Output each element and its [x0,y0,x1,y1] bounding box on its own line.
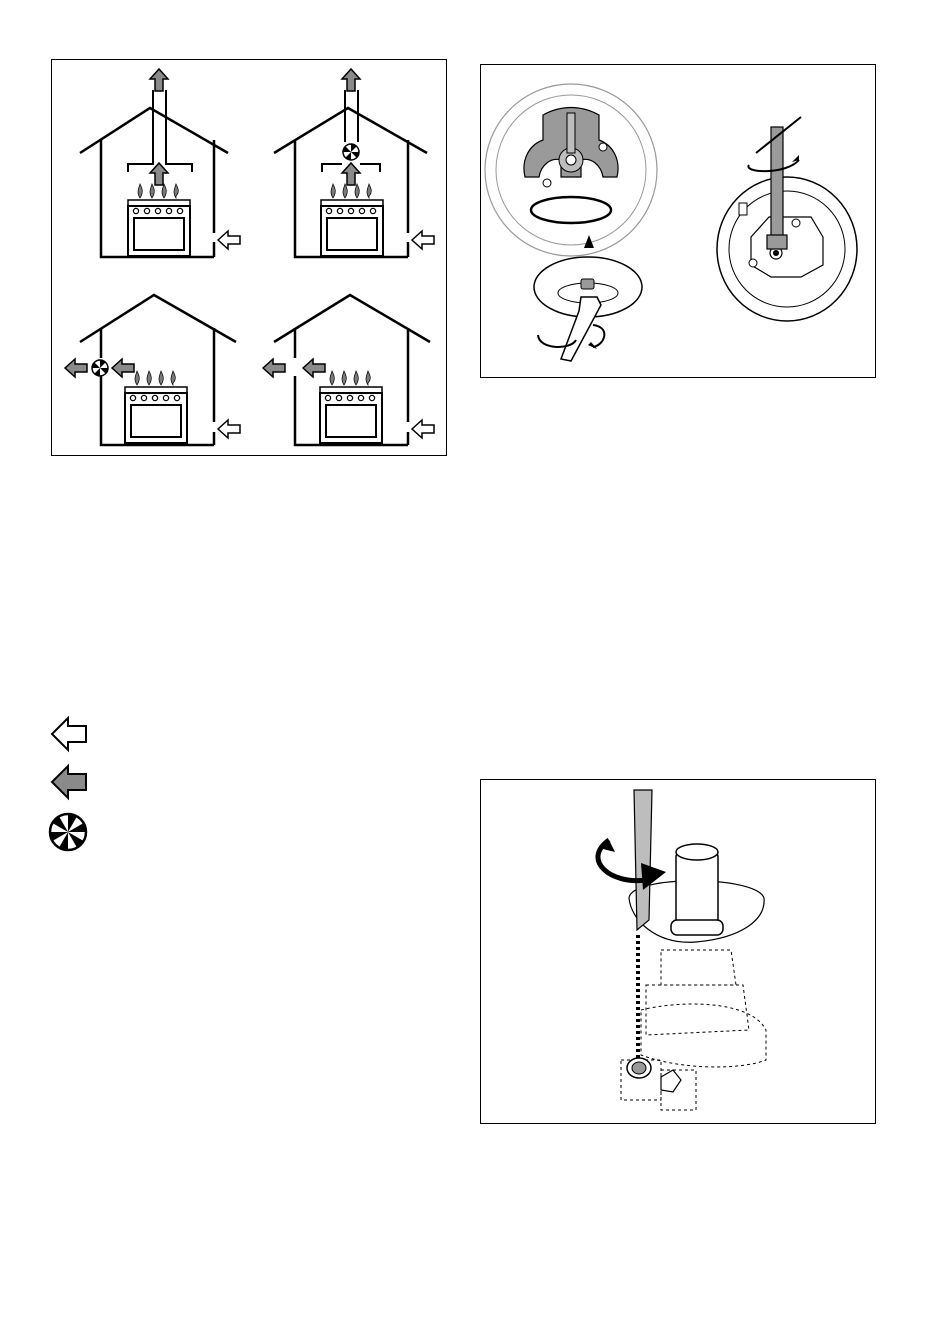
ventilation-diagram [52,60,446,455]
exhaust-air-outlet-arrow-icon [52,766,86,798]
injector-replacement-diagram [481,780,875,1123]
scenario-chimney-hood [80,69,240,257]
injector-replacement-figure-panel [480,779,876,1124]
burner-removal-diagram [481,65,875,377]
fresh-air-inlet-arrow-icon [52,718,86,750]
extractor-fan-icon [50,814,86,850]
scenario-wall-opening [263,295,434,445]
ventilation-figure-panel [51,59,447,456]
scenario-chimney-fan [274,69,434,257]
legend [48,716,108,856]
scenario-wall-fan [65,295,240,445]
burner-removal-figure-panel [480,64,876,378]
